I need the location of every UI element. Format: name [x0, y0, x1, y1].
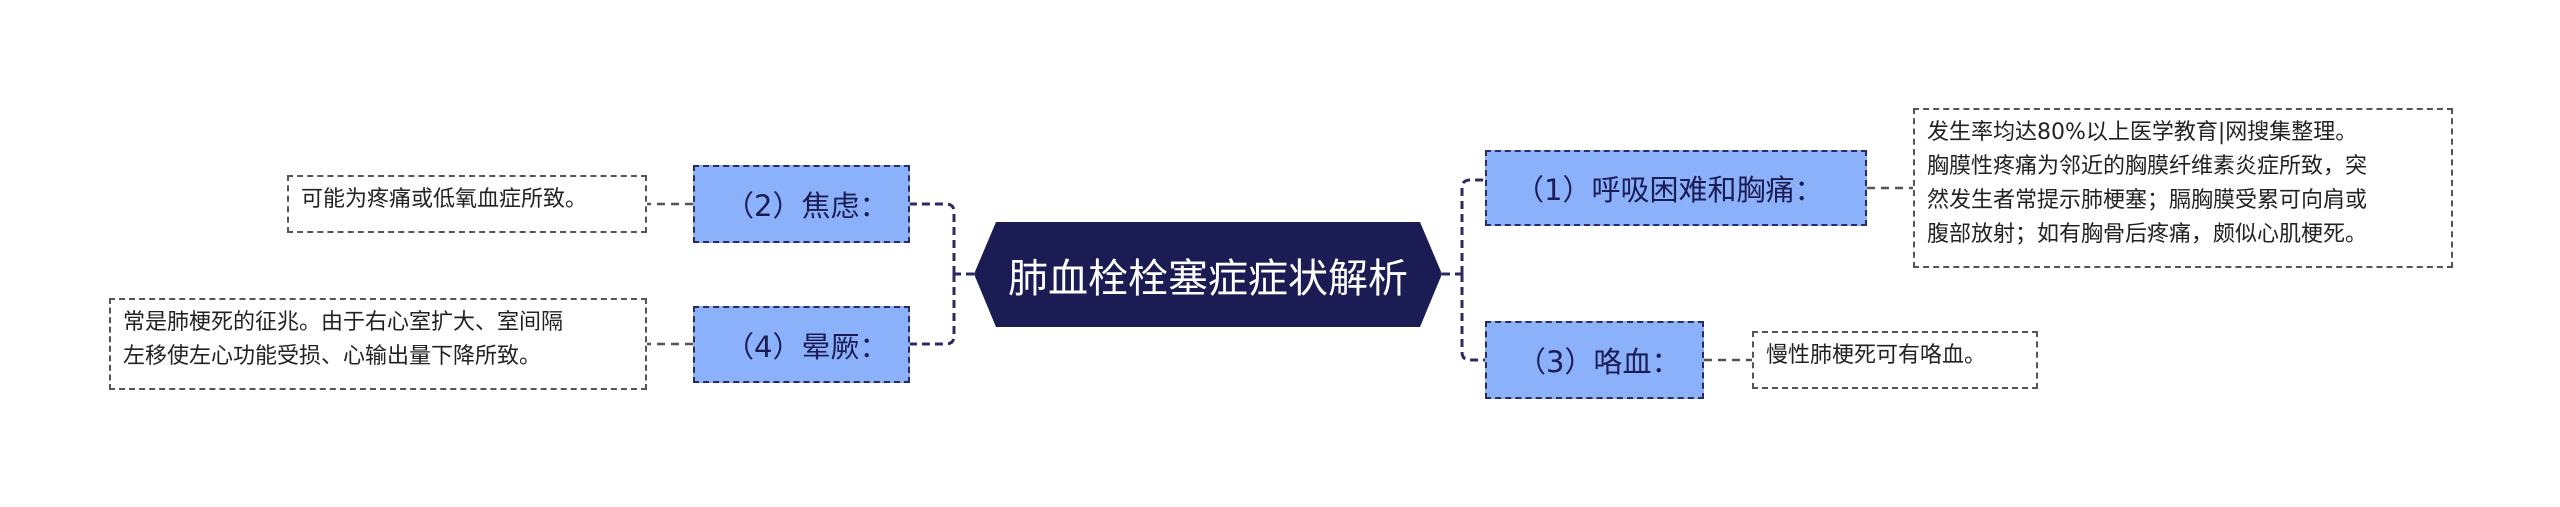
detail-line: 常是肺梗死的征兆。由于右心室扩大、室间隔: [123, 310, 564, 335]
branch-breathing-chest-pain[interactable]: （1）呼吸困难和胸痛：: [1485, 150, 1867, 226]
detail-syncope: 常是肺梗死的征兆。由于右心室扩大、室间隔 左移使左心功能受损、心输出量下降所致。: [109, 298, 647, 390]
detail-line: 腹部放射；如有胸骨后疼痛，颇似心肌梗死。: [1927, 222, 2368, 247]
connector-root-branch-3: [1460, 274, 1485, 362]
branch-label: （2）焦虑：: [725, 189, 889, 223]
detail-line: 可能为疼痛或低氧血症所致。: [301, 187, 588, 212]
detail-line: 胸膜性疼痛为邻近的胸膜纤维素炎症所致，突: [1927, 154, 2368, 179]
branch-anxiety[interactable]: （2）焦虑：: [693, 165, 910, 243]
branch-label: （3）咯血：: [1517, 345, 1681, 379]
detail-line: 发生率均达80%以上医学教育|网搜集整理。: [1927, 120, 2358, 145]
connector-root-branch-4: [910, 274, 956, 346]
branch-label: （1）呼吸困难和胸痛：: [1515, 173, 1824, 207]
detail-hemoptysis: 慢性肺梗死可有咯血。: [1752, 331, 2038, 389]
branch-label: （4）晕厥：: [725, 329, 889, 364]
detail-line: 然发生者常提示肺梗塞；膈胸膜受累可向肩或: [1927, 188, 2368, 213]
detail-anxiety: 可能为疼痛或低氧血症所致。: [287, 175, 647, 233]
root-topic-label: 肺血栓栓塞症症状解析: [1008, 255, 1408, 302]
detail-line: 慢性肺梗死可有咯血。: [1766, 343, 1987, 368]
detail-breathing-chest-pain: 发生率均达80%以上医学教育|网搜集整理。 胸膜性疼痛为邻近的胸膜纤维素炎症所致…: [1913, 108, 2453, 268]
root-topic[interactable]: 肺血栓栓塞症症状解析: [974, 222, 1442, 327]
branch-hemoptysis[interactable]: （3）咯血：: [1485, 321, 1704, 399]
connector-root-branch-2: [910, 202, 974, 276]
detail-line: 左移使左心功能受损、心输出量下降所致。: [123, 344, 542, 369]
connector-root-branch-1: [1442, 178, 1485, 276]
branch-syncope[interactable]: （4）晕厥：: [693, 306, 910, 383]
